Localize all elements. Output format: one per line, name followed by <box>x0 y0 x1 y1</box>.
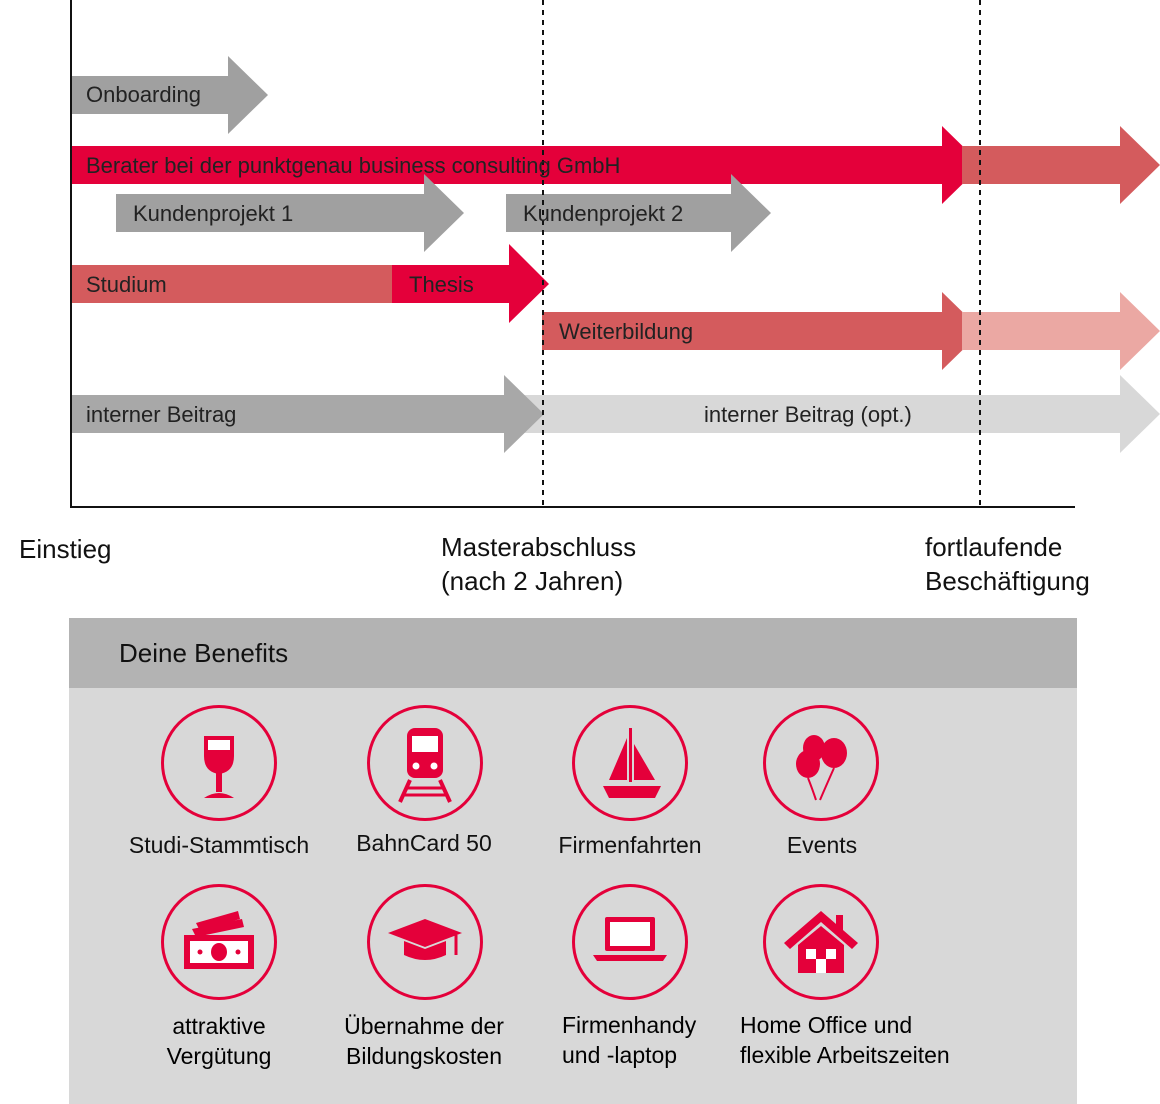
masterabschluss-label: Masterabschluss (nach 2 Jahren) <box>441 530 636 598</box>
graduation-cap-icon <box>367 884 483 1000</box>
einstieg-label: Einstieg <box>19 532 112 566</box>
benefit-firmenhandy-label: Firmenhandy und -laptop <box>562 1010 762 1070</box>
master-line2: (nach 2 Jahren) <box>441 566 624 596</box>
benefit-home-office-label: Home Office und flexible Arbeitszeiten <box>740 1010 980 1070</box>
label-line2: Bildungskosten <box>346 1043 502 1069</box>
kundenprojekt1-arrow <box>116 174 464 252</box>
label-line1: Firmenhandy <box>562 1012 697 1038</box>
weiterbildung-label: Weiterbildung <box>559 319 694 344</box>
benefit-label: Events <box>786 832 858 858</box>
studium-bar <box>70 265 400 303</box>
kundenprojekt2-label: Kundenprojekt 2 <box>523 201 684 226</box>
benefits-title: Deine Benefits <box>119 638 289 668</box>
master-line1: Masterabschluss <box>441 532 637 562</box>
thesis-arrow <box>392 244 549 323</box>
label-line2: Vergütung <box>166 1043 272 1069</box>
berater-arrow <box>70 126 982 204</box>
einstieg-text: Einstieg <box>19 534 112 564</box>
money-icon <box>161 884 277 1000</box>
benefits-header: Deine Benefits <box>69 618 1077 688</box>
label-line1: attraktive <box>172 1013 266 1039</box>
interner-beitrag-opt-arrow <box>520 375 1160 453</box>
fortlaufend-line2: Beschäftigung <box>925 566 1090 596</box>
fortlaufend-line1: fortlaufende <box>925 532 1063 562</box>
benefits-panel: Deine Benefits Studi-Stammtisch BahnC <box>69 618 1077 1104</box>
fortlaufende-beschaeftigung-label: fortlaufende Beschäftigung <box>925 530 1090 598</box>
kundenprojekt1-label: Kundenprojekt 1 <box>133 201 294 226</box>
weiterbildung-continuation-arrow <box>962 292 1160 370</box>
balloons-icon <box>763 705 879 821</box>
benefit-label: Firmenfahrten <box>558 832 702 858</box>
kundenprojekt2-arrow <box>506 174 771 252</box>
benefit-verguetung-label: attraktive Vergütung <box>119 1011 319 1071</box>
benefit-label: Studi-Stammtisch <box>128 832 310 858</box>
benefit-label: BahnCard 50 <box>356 830 492 856</box>
house-icon <box>763 884 879 1000</box>
berater-continuation-arrow <box>962 126 1160 204</box>
sailboat-icon <box>572 705 688 821</box>
interner-beitrag-arrow <box>70 375 544 453</box>
label-line1: Übernahme der <box>344 1013 504 1039</box>
timeline-diagram <box>70 0 1160 508</box>
label-line2: und -laptop <box>562 1042 678 1068</box>
onboarding-arrow <box>70 56 268 134</box>
berater-label: Berater bei der punktgenau business cons… <box>86 153 621 178</box>
thesis-label: Thesis <box>409 272 474 297</box>
train-icon <box>367 705 483 821</box>
wine-glass-icon <box>161 705 277 821</box>
label-line1: Home Office und <box>740 1012 913 1038</box>
onboarding-label: Onboarding <box>86 82 201 107</box>
label-line2: flexible Arbeitszeiten <box>740 1042 950 1068</box>
interner-beitrag-label: interner Beitrag <box>86 402 237 427</box>
studium-label: Studium <box>86 272 167 297</box>
laptop-icon <box>572 884 688 1000</box>
interner-beitrag-opt-label: interner Beitrag (opt.) <box>704 402 912 427</box>
weiterbildung-arrow <box>542 292 982 370</box>
benefit-bildungskosten-label: Übernahme der Bildungskosten <box>324 1011 524 1071</box>
